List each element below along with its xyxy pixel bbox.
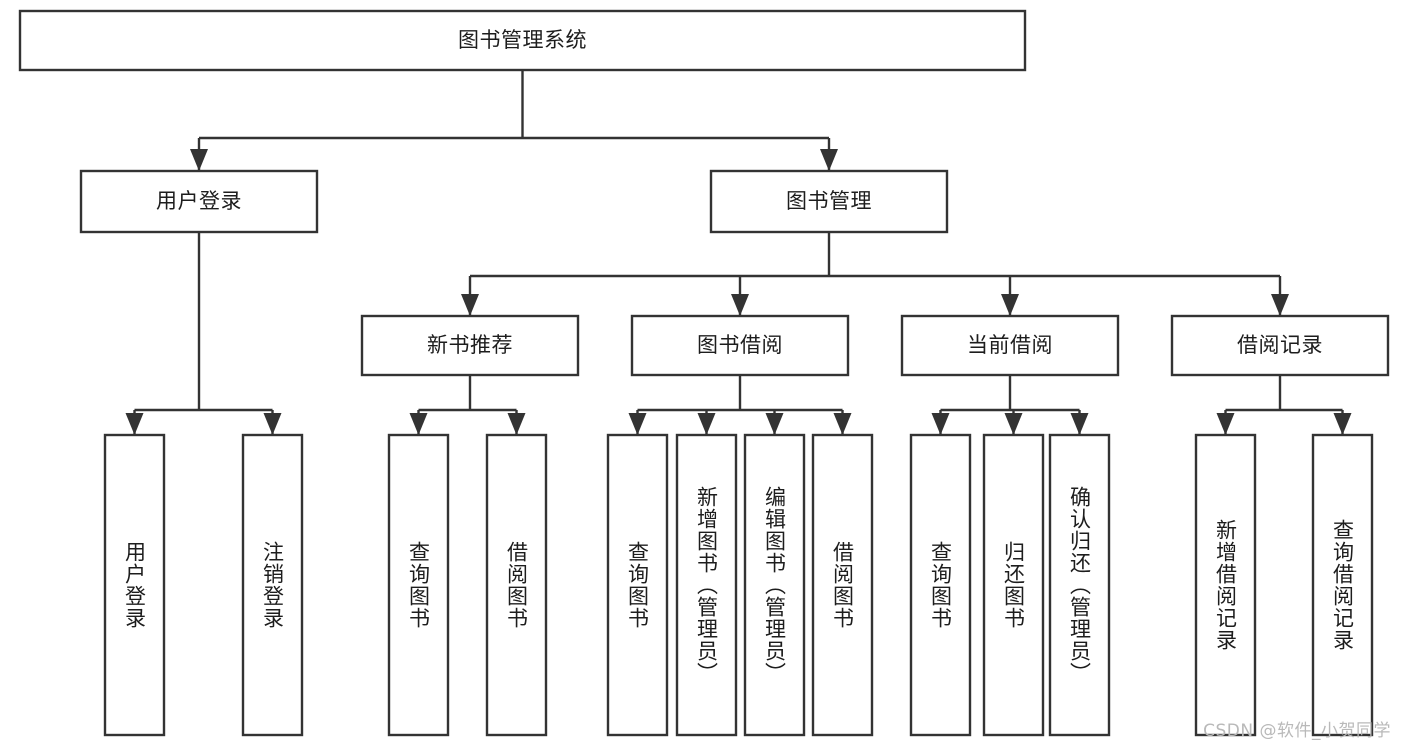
arrow-head-icon — [1004, 413, 1023, 435]
arrow-head-icon — [1271, 294, 1289, 316]
arrow-head-icon — [833, 413, 852, 435]
arrow-head-icon — [731, 294, 749, 316]
arrow-head-icon — [931, 413, 950, 435]
arrow-head-icon — [820, 149, 838, 171]
node-level2-1[interactable] — [709, 169, 949, 234]
arrow-head-icon — [461, 294, 479, 316]
node-level2-0[interactable] — [79, 169, 319, 234]
node-root[interactable] — [18, 9, 1027, 72]
arrow-head-icon — [409, 413, 428, 435]
arrow-head-icon — [1001, 294, 1019, 316]
node-leaf-1[interactable] — [241, 433, 304, 737]
node-level3-3[interactable] — [1170, 314, 1390, 377]
node-leaf-9[interactable] — [982, 433, 1045, 737]
arrow-head-icon — [765, 413, 784, 435]
node-leaf-10[interactable] — [1048, 433, 1111, 737]
node-level3-1[interactable] — [630, 314, 850, 377]
node-leaf-8[interactable] — [909, 433, 972, 737]
node-level3-2[interactable] — [900, 314, 1120, 377]
arrow-head-icon — [125, 413, 144, 435]
node-leaf-3[interactable] — [485, 433, 548, 737]
arrow-head-icon — [1070, 413, 1089, 435]
node-leaf-6[interactable] — [743, 433, 806, 737]
arrow-head-icon — [263, 413, 282, 435]
arrow-head-icon — [1333, 413, 1352, 435]
arrow-head-icon — [1216, 413, 1235, 435]
node-box-layer — [18, 9, 1390, 737]
node-leaf-12[interactable] — [1311, 433, 1374, 737]
node-leaf-5[interactable] — [675, 433, 738, 737]
node-leaf-7[interactable] — [811, 433, 874, 737]
connector-layer — [125, 70, 1352, 435]
arrow-head-icon — [628, 413, 647, 435]
arrow-head-icon — [697, 413, 716, 435]
node-leaf-4[interactable] — [606, 433, 669, 737]
arrow-head-icon — [507, 413, 526, 435]
node-leaf-11[interactable] — [1194, 433, 1257, 737]
arrow-head-icon — [190, 149, 208, 171]
node-leaf-0[interactable] — [103, 433, 166, 737]
node-leaf-2[interactable] — [387, 433, 450, 737]
node-level3-0[interactable] — [360, 314, 580, 377]
csdn-watermark: CSDN @软件_小贺同学 — [1203, 721, 1391, 741]
